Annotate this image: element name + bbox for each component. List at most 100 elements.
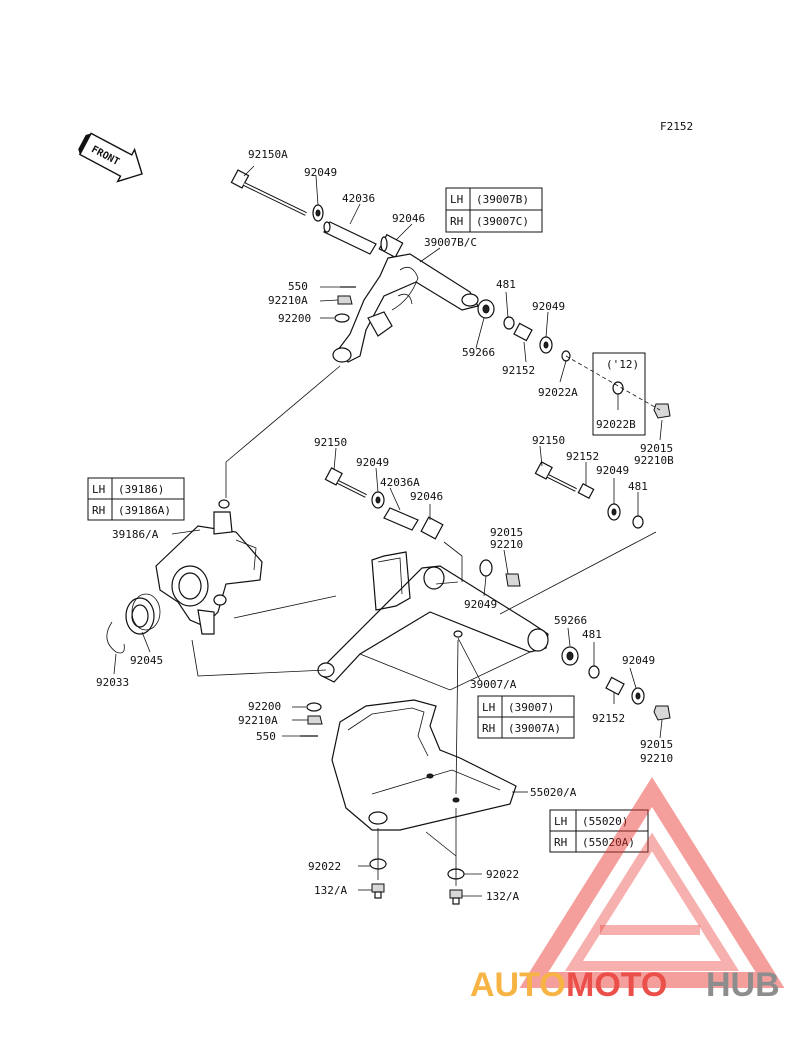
bolt-92150-lower xyxy=(324,467,367,498)
label-92210A-a: 92210A xyxy=(268,294,308,307)
collar-92152-lower xyxy=(605,676,625,696)
seal-481-upper xyxy=(503,316,515,330)
label-92049-f: 92049 xyxy=(622,654,655,667)
label-59266-b: 59266 xyxy=(554,614,587,627)
washer-92049-lower-mid xyxy=(479,559,493,577)
seal-481-lower-top xyxy=(632,515,644,529)
label-92200-b: 92200 xyxy=(248,700,281,713)
svg-text:(39186): (39186) xyxy=(118,483,164,496)
bolt-92150-right xyxy=(534,461,577,492)
label-92022-b: 92022 xyxy=(486,868,519,881)
label-92210-a: 92210 xyxy=(490,538,523,551)
seal-481-lower xyxy=(588,665,600,679)
label-42036A: 42036A xyxy=(380,476,420,489)
svg-text:LH: LH xyxy=(450,193,463,206)
svg-text:RH: RH xyxy=(92,504,105,517)
svg-text:(55020): (55020) xyxy=(582,815,628,828)
label-92200-a: 92200 xyxy=(278,312,311,325)
figure-code: F2152 xyxy=(660,120,693,133)
svg-text:(39007): (39007) xyxy=(508,701,554,714)
bushing-59266-lower xyxy=(561,646,579,666)
label-92045: 92045 xyxy=(130,654,163,667)
svg-text:(39007B): (39007B) xyxy=(476,193,529,206)
label-92049-b: 92049 xyxy=(532,300,565,313)
label-92210-b: 92210 xyxy=(640,752,673,765)
nut-92015-upper xyxy=(653,403,671,419)
label-92210A-b: 92210A xyxy=(238,714,278,727)
nut-92015-lower-bottom xyxy=(653,705,671,721)
svg-text:LH: LH xyxy=(92,483,105,496)
svg-text:LH: LH xyxy=(554,815,567,828)
label-92150-b: 92150 xyxy=(532,434,565,447)
nut-92015-lower-mid xyxy=(505,573,521,587)
skid-guard-55020 xyxy=(331,699,517,831)
label-92049-a: 92049 xyxy=(304,166,337,179)
collar-92152-upper xyxy=(513,322,533,342)
upper-a-arm xyxy=(332,253,479,363)
label-92033: 92033 xyxy=(96,676,129,689)
label-92022A: 92022A xyxy=(538,386,578,399)
label-59266-a: 59266 xyxy=(462,346,495,359)
svg-text:RH: RH xyxy=(554,836,567,849)
label-39007BC: 39007B/C xyxy=(424,236,477,249)
label-92150A: 92150A xyxy=(248,148,288,161)
label-92022B: 92022B xyxy=(596,418,636,431)
label-92015-c: 92015 xyxy=(640,738,673,751)
label-year-12: ('12) xyxy=(606,358,639,371)
label-92152-a: 92152 xyxy=(502,364,535,377)
steering-knuckle xyxy=(155,499,263,635)
svg-text:RH: RH xyxy=(450,215,463,228)
bolt-92150A xyxy=(230,169,307,216)
svg-text:LH: LH xyxy=(482,701,495,714)
label-92046-a: 92046 xyxy=(392,212,425,225)
lower-a-arm xyxy=(317,551,549,691)
collar-42036 xyxy=(323,221,377,255)
label-92049-c: 92049 xyxy=(356,456,389,469)
svg-text:(55020A): (55020A) xyxy=(582,836,635,849)
watermark-hub: HUB xyxy=(706,966,780,1004)
bolt-132A-right xyxy=(449,889,463,905)
label-92049-e: 92049 xyxy=(464,598,497,611)
bushing-92046-upper xyxy=(378,233,404,259)
label-481-c: 481 xyxy=(582,628,602,641)
label-550-b: 550 xyxy=(256,730,276,743)
label-132A-a: 132/A xyxy=(314,884,347,897)
label-92022-a: 92022 xyxy=(308,860,341,873)
leader-lines xyxy=(113,165,663,897)
label-481-a: 481 xyxy=(496,278,516,291)
label-92015-b: 92015 xyxy=(490,526,523,539)
label-42036: 42036 xyxy=(342,192,375,205)
table-knuckle: LH (39186) RH (39186A) xyxy=(87,477,185,521)
bearing-92045 xyxy=(125,593,161,635)
label-481-b: 481 xyxy=(628,480,648,493)
svg-text:(39186A): (39186A) xyxy=(118,504,171,517)
front-arrow-icon: FRONT xyxy=(78,132,143,183)
table-guard: LH (55020) RH (55020A) xyxy=(549,809,649,853)
svg-text:RH: RH xyxy=(482,722,495,735)
bolt-132A-left xyxy=(371,883,385,899)
label-92210B: 92210B xyxy=(634,454,674,467)
label-92046-b: 92046 xyxy=(410,490,443,503)
nut-92210A-lower xyxy=(307,715,323,725)
label-550-a: 550 xyxy=(288,280,308,293)
washer-92200-lower xyxy=(306,702,322,712)
year-12-box xyxy=(592,352,646,436)
label-92015-a: 92015 xyxy=(640,442,673,455)
automotohub-logo: AUTO MOTO HUB xyxy=(470,776,785,1004)
label-132A-b: 132/A xyxy=(486,890,519,903)
label-92152-b: 92152 xyxy=(566,450,599,463)
label-92049-d: 92049 xyxy=(596,464,629,477)
bushing-59266-upper xyxy=(477,299,495,319)
collar-42036A xyxy=(383,507,419,531)
washer-92200-upper xyxy=(334,313,350,323)
label-92150: 92150 xyxy=(314,436,347,449)
watermark-moto: MOTO xyxy=(566,966,667,1004)
table-lower-arm: LH (39007) RH (39007A) xyxy=(477,695,575,739)
svg-text:(39007C): (39007C) xyxy=(476,215,529,228)
table-upper-arm: LH (39007B) RH (39007C) xyxy=(445,187,543,233)
label-55020A: 55020/A xyxy=(530,786,577,799)
label-39186A: 39186/A xyxy=(112,528,159,541)
watermark-auto: AUTO xyxy=(470,966,566,1004)
bushing-92046-lower xyxy=(420,516,444,540)
